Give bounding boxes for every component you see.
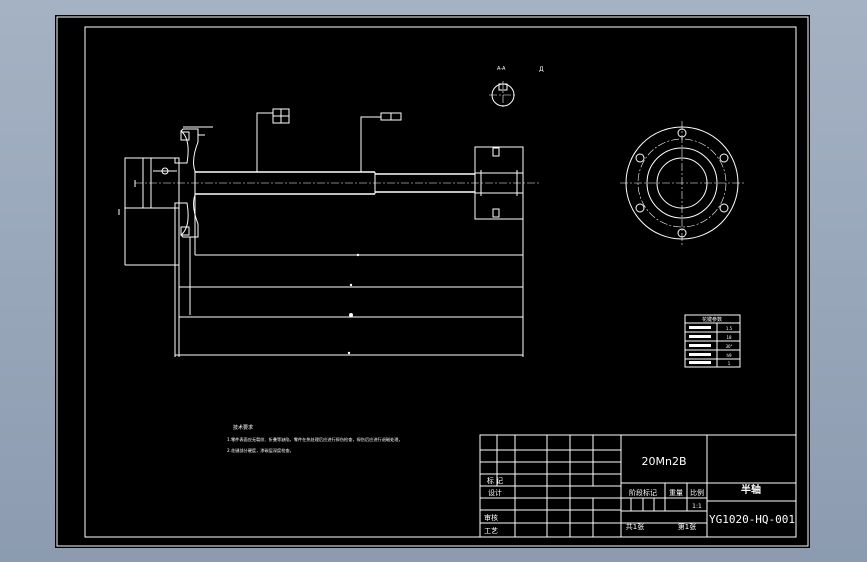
spline-value-5: 1: [728, 361, 731, 366]
spline-table-title: 花键参数: [702, 316, 722, 323]
flange-hole-5: [635, 203, 645, 213]
flange-hole-3: [635, 153, 645, 163]
flange-bolt-bottom: [180, 226, 190, 236]
section-label: A-A: [497, 66, 506, 72]
row-marks: 标 记: [487, 476, 503, 485]
flange-hole-1: [677, 128, 687, 138]
section-aa: A-A Д: [489, 66, 544, 109]
flange-end-view: [620, 121, 744, 245]
dim-text-1: [356, 253, 360, 257]
material-text: 20Mn2B: [641, 455, 686, 468]
sheet-total: 共1张: [626, 522, 644, 531]
row-designer: 设计: [488, 488, 502, 497]
tech-requirements-line2: 2.花键部分硬度，渗碳层深度检查。: [227, 447, 294, 454]
section-mark: Д: [539, 66, 544, 73]
spline-label-5: [689, 361, 711, 364]
tech-requirements-line1: 1.零件表面应无裂纹、折叠等缺陷，零件在热处理后应进行探伤检查，探伤后应进行退磁…: [227, 436, 403, 443]
sheet-border-outer: [56, 16, 809, 547]
drawing-number-text: YG1020-HQ-001: [709, 513, 795, 526]
spline-value-4: h9: [726, 353, 732, 358]
header-weight: 重量: [669, 489, 683, 497]
leader-2: [360, 116, 381, 172]
flange-bolt-top: [180, 131, 190, 141]
row-process: 工艺: [484, 527, 498, 535]
spline-label-3: [689, 344, 711, 347]
shaft-view: [118, 108, 540, 357]
scale-value: 1:1: [692, 503, 702, 510]
part-name-text: 半轴: [741, 483, 761, 496]
spline-end-box: [474, 146, 524, 220]
flange-hole-6: [719, 203, 729, 213]
sheet-index: 第1张: [678, 522, 696, 531]
header-scale: 比例: [690, 488, 704, 497]
spline-label-1: [689, 326, 711, 329]
flange-hole-4: [719, 153, 729, 163]
drawing-canvas[interactable]: A-A Д: [55, 15, 810, 548]
row-checker: 审核: [484, 513, 498, 522]
tech-requirements-title: 技术要求: [233, 424, 253, 431]
spline-table: 花键参数 1.5 18 30° h9 1: [684, 314, 741, 368]
title-block: 20Mn2B 半轴 YG1020-HQ-001 阶段标记 重量 比例 1:1 共…: [479, 434, 797, 538]
flange-hub: [150, 157, 180, 209]
dim-text-4: [347, 351, 351, 355]
flange-mid-circle: [646, 147, 718, 219]
dim-text-3: [349, 313, 353, 317]
header-stage-mark: 阶段标记: [629, 488, 657, 497]
spline-label-4: [689, 353, 711, 356]
sheet-border-inner: [84, 26, 797, 538]
spline-label-2: [689, 335, 711, 338]
leader-1: [256, 112, 273, 172]
drawing-svg: A-A Д: [56, 16, 809, 547]
spline-value-1: 1.5: [726, 326, 733, 331]
tech-requirements: 技术要求 1.零件表面应无裂纹、折叠等缺陷，零件在热处理后应进行探伤检查，探伤后…: [227, 424, 403, 454]
dim-text-2: [349, 283, 353, 287]
flange-hole-2: [677, 228, 687, 238]
spline-value-2: 18: [726, 335, 732, 340]
spline-mark-top: [492, 147, 500, 157]
spline-value-3: 30°: [725, 344, 732, 349]
spline-mark-bottom: [492, 208, 500, 218]
